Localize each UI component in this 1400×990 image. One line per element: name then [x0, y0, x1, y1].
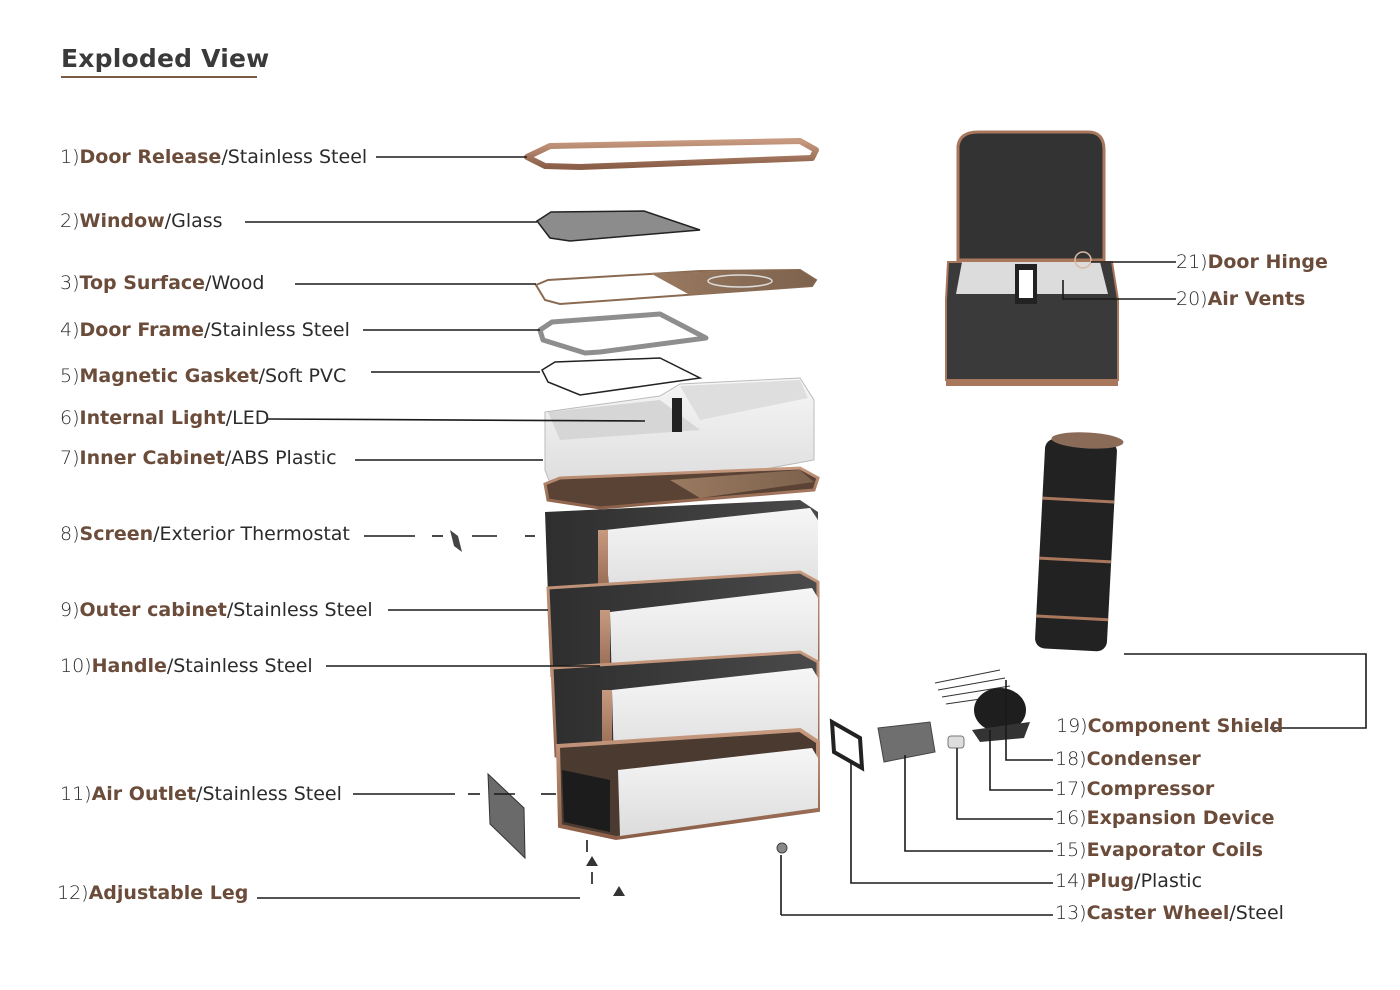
- label-window: 2)Window/Glass: [60, 210, 223, 232]
- label-number: 1): [60, 146, 80, 168]
- top-surface-part: [534, 268, 818, 306]
- air-outlet-part: [487, 772, 526, 860]
- window-part: [535, 210, 701, 242]
- label-evaporator-coils: 15)Evaporator Coils: [1055, 839, 1263, 861]
- label-number: 19): [1056, 715, 1088, 737]
- part-name: Magnetic Gasket: [79, 365, 259, 387]
- label-door-hinge: 21)Door Hinge: [1176, 251, 1328, 273]
- label-plug: 14)Plug/Plastic: [1055, 870, 1202, 892]
- label-caster-wheel: 13)Caster Wheel/Steel: [1055, 902, 1284, 924]
- door-release-part: [524, 138, 819, 170]
- part-name: Air Outlet: [91, 783, 197, 805]
- label-number: 14): [1055, 870, 1087, 892]
- material: /Steel: [1229, 902, 1284, 924]
- expansion-device-part: [947, 735, 965, 749]
- plug-part: [829, 718, 865, 772]
- part-name: Compressor: [1086, 778, 1215, 800]
- label-number: 4): [60, 319, 80, 341]
- label-number: 21): [1176, 251, 1208, 273]
- label-number: 17): [1055, 778, 1087, 800]
- label-component-shield: 19)Component Shield: [1056, 715, 1283, 737]
- label-door-frame: 4)Door Frame/Stainless Steel: [60, 319, 350, 341]
- material: /Wood: [205, 272, 265, 294]
- inner-cabinet-part: [544, 377, 815, 493]
- label-number: 3): [60, 272, 80, 294]
- part-name: Screen: [79, 523, 154, 545]
- material: /LED: [225, 407, 270, 429]
- part-name: Outer cabinet: [79, 599, 227, 621]
- material: /Stainless Steel: [166, 655, 313, 677]
- label-air-vents: 20)Air Vents: [1176, 288, 1305, 310]
- material: /Stainless Steel: [196, 783, 342, 805]
- material: /Stainless Steel: [226, 599, 373, 621]
- label-number: 2): [60, 210, 80, 232]
- part-name: Window: [79, 210, 165, 232]
- screen-part: [450, 530, 462, 552]
- label-number: 12): [57, 882, 89, 904]
- label-compressor: 17)Compressor: [1055, 778, 1214, 800]
- component-shield-part: [1035, 432, 1124, 652]
- material: /Exterior Thermostat: [153, 523, 350, 545]
- part-name: Component Shield: [1087, 715, 1284, 737]
- part-name: Internal Light: [79, 407, 226, 429]
- label-number: 10): [60, 655, 92, 677]
- label-magnetic-gasket: 5)Magnetic Gasket/Soft PVC: [60, 365, 346, 387]
- part-name: Handle: [91, 655, 167, 677]
- material: /Plastic: [1134, 870, 1203, 892]
- label-number: 15): [1055, 839, 1087, 861]
- adjustable-leg-part: [586, 856, 598, 866]
- adjustable-leg-part-2: [613, 886, 625, 896]
- label-number: 18): [1055, 748, 1087, 770]
- label-number: 7): [60, 447, 80, 469]
- label-screen: 8)Screen/Exterior Thermostat: [60, 523, 350, 545]
- part-name: Door Release: [79, 146, 222, 168]
- part-name: Caster Wheel: [1086, 902, 1230, 924]
- door-frame-part: [537, 311, 709, 356]
- fridge-inset: [945, 130, 1119, 386]
- label-number: 16): [1055, 807, 1087, 829]
- part-name: Evaporator Coils: [1086, 839, 1264, 861]
- label-outer-cabinet: 9)Outer cabinet/Stainless Steel: [60, 599, 373, 621]
- label-number: 6): [60, 407, 80, 429]
- compressor-part: [972, 688, 1030, 742]
- label-number: 8): [60, 523, 80, 545]
- caster-wheel-part: [776, 842, 788, 854]
- part-name: Adjustable Leg: [88, 882, 249, 904]
- material: /Soft PVC: [258, 365, 347, 387]
- part-name: Air Vents: [1207, 288, 1306, 310]
- label-air-outlet: 11)Air Outlet/Stainless Steel: [60, 783, 342, 805]
- label-door-release: 1)Door Release/Stainless Steel: [60, 146, 367, 168]
- label-number: 20): [1176, 288, 1208, 310]
- label-number: 13): [1055, 902, 1087, 924]
- part-name: Expansion Device: [1086, 807, 1275, 829]
- label-handle: 10)Handle/Stainless Steel: [60, 655, 313, 677]
- material: /ABS Plastic: [224, 447, 337, 469]
- label-inner-cabinet: 7)Inner Cabinet/ABS Plastic: [60, 447, 337, 469]
- part-name: Condenser: [1086, 748, 1201, 770]
- label-number: 11): [60, 783, 92, 805]
- magnetic-gasket-part: [541, 357, 703, 396]
- outer-cabinet-part: [543, 466, 820, 841]
- leader-lines: [245, 156, 1367, 916]
- label-internal-light: 6)Internal Light/LED: [60, 407, 269, 429]
- title-underline: [61, 76, 257, 78]
- part-name: Top Surface: [79, 272, 206, 294]
- label-adjustable-leg: 12)Adjustable Leg: [57, 882, 248, 904]
- material: /Glass: [164, 210, 223, 232]
- evaporator-coils-part: [877, 721, 936, 763]
- label-expansion-device: 16)Expansion Device: [1055, 807, 1275, 829]
- label-condenser: 18)Condenser: [1055, 748, 1201, 770]
- part-name: Plug: [1086, 870, 1135, 892]
- label-number: 9): [60, 599, 80, 621]
- part-name: Door Hinge: [1207, 251, 1328, 273]
- material: /Stainless Steel: [221, 146, 368, 168]
- part-name: Door Frame: [79, 319, 205, 341]
- diagram-title: Exploded View: [61, 44, 270, 73]
- label-top-surface: 3)Top Surface/Wood: [60, 272, 264, 294]
- label-number: 5): [60, 365, 80, 387]
- condenser-part: [934, 669, 1016, 705]
- part-name: Inner Cabinet: [79, 447, 225, 469]
- material: /Stainless Steel: [204, 319, 350, 341]
